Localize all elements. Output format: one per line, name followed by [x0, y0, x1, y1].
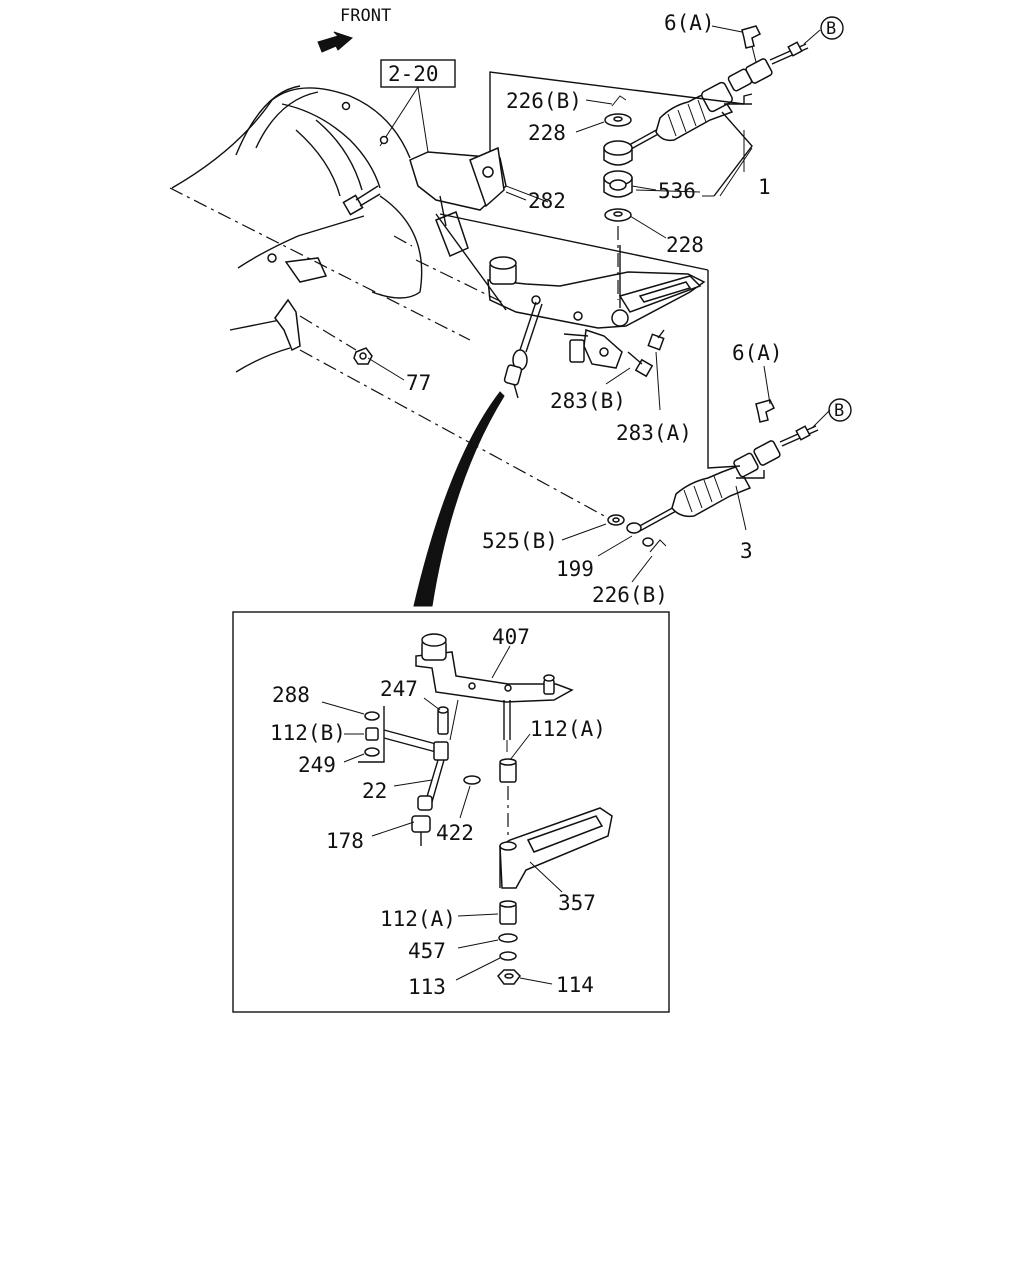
- pin-247: [437, 706, 449, 735]
- lever-407: [415, 633, 574, 752]
- label-b-mid: B: [834, 401, 844, 421]
- bolt-283a: [647, 329, 665, 351]
- front-arrow-icon: [317, 31, 353, 53]
- washer-525b: [607, 514, 625, 526]
- label-282: 282: [528, 189, 566, 213]
- washer-113: [499, 951, 517, 961]
- washer-199: [626, 522, 654, 547]
- transmission-housing: [171, 85, 423, 373]
- label-77: 77: [406, 371, 431, 395]
- label-112b: 112(B): [270, 721, 346, 745]
- washer-422: [463, 775, 481, 785]
- label-283a: 283(A): [616, 421, 692, 445]
- front-indicator: FRONT: [317, 6, 391, 53]
- label-228-top: 228: [528, 121, 566, 145]
- clip-226b-low: [649, 539, 667, 553]
- bushing-112a-lower: [499, 900, 517, 925]
- label-6a-top: 6(A): [664, 11, 715, 35]
- label-114: 114: [556, 973, 594, 997]
- bracket-282: [409, 146, 549, 258]
- main-labels: 6(A) B 226(B) 228 536 1 282 228 77 283(B…: [406, 11, 852, 607]
- label-422: 422: [436, 821, 474, 845]
- lever-357: [499, 807, 613, 889]
- cable-3: [635, 425, 819, 533]
- label-178: 178: [326, 829, 364, 853]
- label-228-mid: 228: [666, 233, 704, 257]
- rod-22: [411, 741, 449, 846]
- label-247: 247: [380, 677, 418, 701]
- label-226b-low: 226(B): [592, 583, 668, 607]
- label-113: 113: [408, 975, 446, 999]
- label-536: 536: [658, 179, 696, 203]
- shift-lever-assembly: [487, 245, 706, 399]
- detail-pointer: [413, 391, 505, 607]
- alignment-lines: [169, 187, 619, 519]
- ref-box-label: 2-20: [388, 62, 439, 86]
- label-1: 1: [758, 175, 771, 199]
- nut-77: [353, 347, 373, 365]
- front-label: FRONT: [340, 6, 391, 26]
- label-525b: 525(B): [482, 529, 558, 553]
- bolt-283b: [627, 351, 654, 378]
- bushing-upper: [603, 140, 633, 166]
- washer-228-mid: [604, 208, 632, 222]
- label-407: 407: [492, 625, 530, 649]
- washer-457: [498, 933, 518, 943]
- bushing-112a-upper: [499, 758, 517, 783]
- label-3: 3: [740, 539, 753, 563]
- detail-labels: 407 288 247 112(B) 112(A) 249 22 178 422…: [270, 625, 606, 999]
- label-112a-top: 112(A): [530, 717, 606, 741]
- bushing-536: [603, 170, 633, 198]
- label-b-top: B: [826, 19, 836, 39]
- label-22: 22: [362, 779, 387, 803]
- leader-lines-detail: [321, 645, 563, 985]
- clip-6a-mid: [755, 399, 776, 423]
- label-112a-low: 112(A): [380, 907, 456, 931]
- bolt: [342, 185, 381, 216]
- label-199: 199: [556, 557, 594, 581]
- clip-226b-top: [611, 95, 627, 107]
- detail-box: 407 288 247 112(B) 112(A) 249 22 178 422…: [232, 611, 670, 1013]
- washer-228-top: [604, 113, 632, 127]
- label-283b: 283(B): [550, 389, 626, 413]
- clip-6a-top: [741, 25, 762, 63]
- cable-1: [611, 41, 809, 158]
- label-357: 357: [558, 891, 596, 915]
- ref-box-2-20: 2-20: [379, 59, 456, 179]
- assembly-outline: [435, 71, 765, 479]
- label-6a-mid: 6(A): [732, 341, 783, 365]
- label-249: 249: [298, 753, 336, 777]
- nut-114: [497, 969, 521, 985]
- leader-lines-main: [367, 25, 831, 583]
- label-226b-top: 226(B): [506, 89, 582, 113]
- label-288: 288: [272, 683, 310, 707]
- circle-b-top-icon: [820, 16, 844, 40]
- bushing-stack-left: [358, 706, 437, 763]
- circle-b-mid-icon: [828, 398, 852, 422]
- label-457: 457: [408, 939, 446, 963]
